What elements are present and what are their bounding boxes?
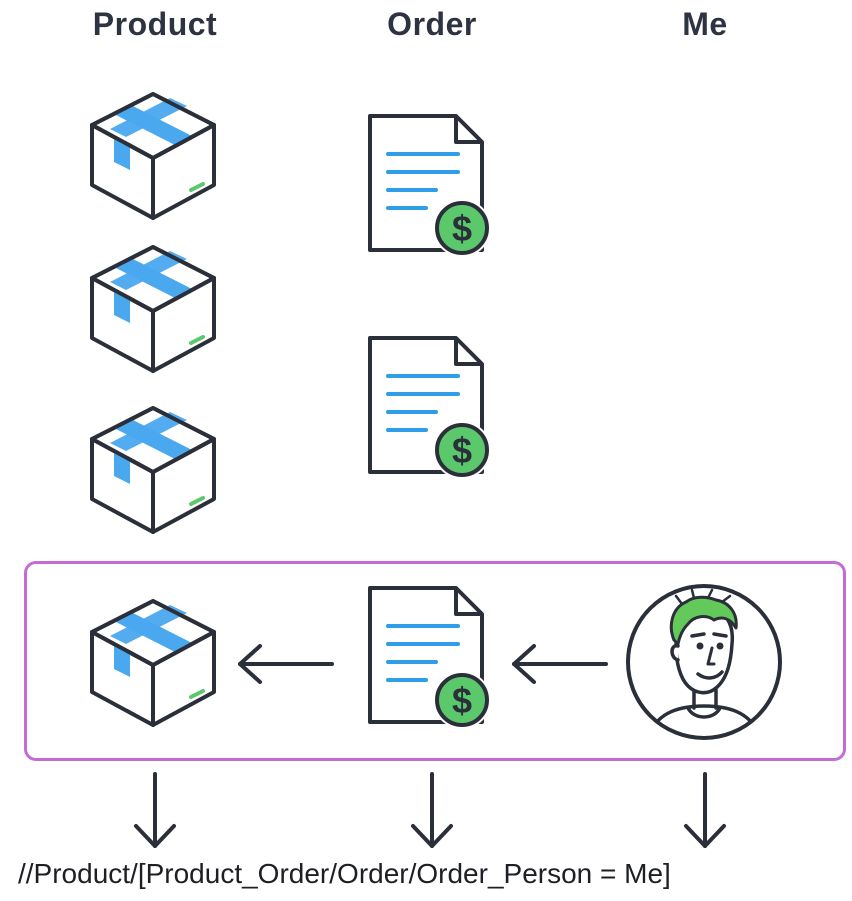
me-column-header: Me — [682, 6, 728, 42]
arrow-down-icon — [680, 770, 730, 855]
package-box-icon — [86, 243, 220, 377]
arrow-left-icon — [236, 644, 336, 689]
matching-path-highlight — [24, 561, 846, 761]
invoice-document-dollar-icon — [362, 582, 496, 732]
invoice-document-dollar-icon — [362, 332, 496, 482]
package-box-icon — [86, 90, 220, 224]
package-box-icon — [86, 597, 220, 731]
product-column-header: Product — [92, 6, 218, 42]
package-box-icon — [86, 404, 220, 538]
arrow-left-icon — [510, 644, 610, 689]
arrow-down-icon — [407, 770, 457, 855]
invoice-document-dollar-icon — [362, 110, 496, 260]
person-avatar-icon — [624, 582, 784, 742]
order-column-header: Order — [387, 6, 477, 42]
xpath-expression: //Product/[Product_Order/Order/Order_Per… — [18, 858, 671, 889]
arrow-down-icon — [130, 770, 180, 855]
